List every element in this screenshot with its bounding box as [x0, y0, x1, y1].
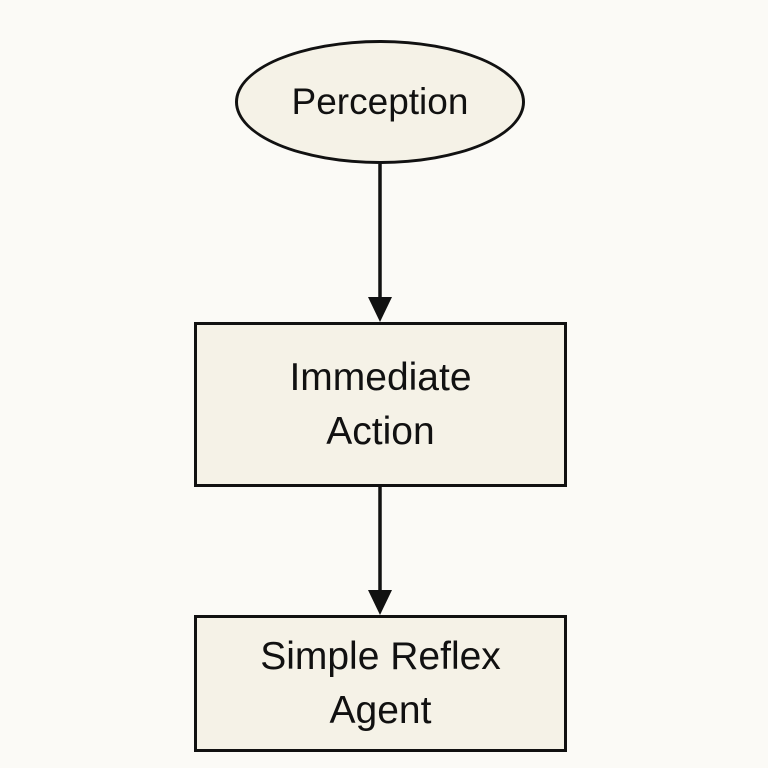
perception-node: Perception — [235, 40, 525, 164]
immediate-action-node: Immediate Action — [194, 322, 567, 487]
simple-reflex-agent-node: Simple Reflex Agent — [194, 615, 567, 752]
arrow-perception-to-action-head — [368, 297, 392, 322]
arrow-action-to-agent-head — [368, 590, 392, 615]
